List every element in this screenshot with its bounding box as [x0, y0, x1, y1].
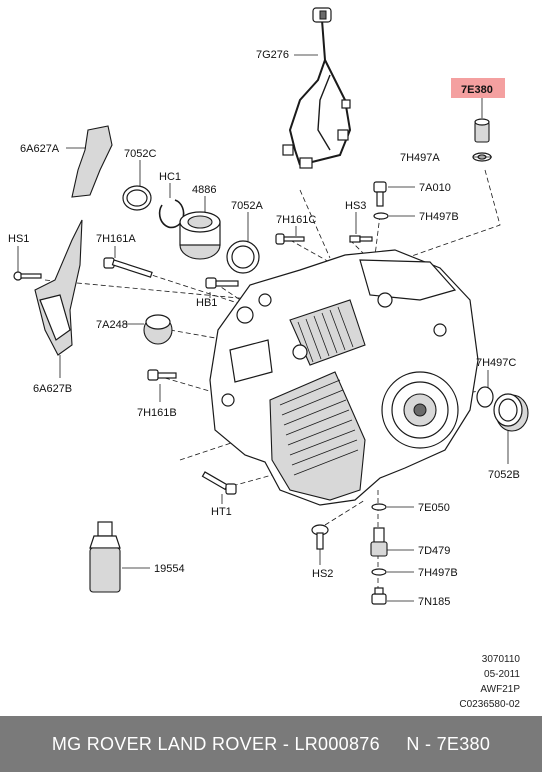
label-hs3: HS3 [345, 200, 366, 212]
reference-date: 05-2011 [484, 669, 520, 680]
part-7052b [493, 393, 529, 432]
label-7052a: 7052A [231, 200, 263, 212]
part-7n185 [371, 587, 387, 605]
label-ht1: HT1 [211, 506, 232, 518]
label-6a627a: 6A627A [20, 143, 60, 155]
part-6a627b [34, 219, 83, 356]
part-labels: 7G276 6A627A 7052C HC1 4886 7052A 7H161C… [8, 49, 520, 608]
reference-code-3: C0236580-02 [459, 699, 520, 710]
part-7h497b-lower [371, 568, 387, 576]
label-7g276: 7G276 [256, 49, 289, 61]
label-4886: 4886 [192, 184, 216, 196]
wiring-harness [282, 7, 352, 169]
part-7052c [122, 185, 152, 211]
label-7052c: 7052C [124, 148, 156, 160]
part-7h161c [275, 233, 305, 245]
part-hs2 [311, 524, 329, 550]
label-hs1: HS1 [8, 233, 29, 245]
reference-code-2: AWF21P [480, 684, 520, 695]
label-7h161b: 7H161B [137, 407, 177, 419]
part-hc1 [158, 199, 185, 229]
leader-lines [17, 54, 509, 602]
footer-bar: MG ROVER LAND ROVER - LR000876 N - 7E380 [0, 716, 542, 772]
part-7d479 [370, 527, 388, 557]
part-hs1 [13, 271, 42, 281]
part-7h161b [147, 369, 177, 381]
part-hs3 [349, 235, 373, 243]
part-7a010 [373, 181, 389, 220]
label-7h497a: 7H497A [400, 152, 440, 164]
reference-code-1: 3070110 [481, 654, 520, 665]
part-4886 [179, 211, 221, 260]
label-hs2: HS2 [312, 568, 333, 580]
label-hb1: HB1 [196, 297, 217, 309]
part-7052a [226, 240, 260, 274]
label-7e380: 7E380 [461, 84, 493, 96]
label-7e050: 7E050 [418, 502, 450, 514]
part-7h161a [103, 257, 153, 278]
label-hc1: HC1 [159, 171, 181, 183]
label-7h497b-top: 7H497B [419, 211, 459, 223]
label-7h497c: 7H497C [476, 357, 516, 369]
label-7h497b-bottom: 7H497B [418, 567, 458, 579]
label-7052b: 7052B [488, 469, 520, 481]
label-7d479: 7D479 [418, 545, 450, 557]
part-7a248 [143, 314, 173, 345]
part-ht1 [201, 471, 237, 495]
part-7h497c [476, 386, 494, 408]
label-6a627b: 6A627B [33, 383, 72, 395]
exploded-parts-diagram: 7G276 6A627A 7052C HC1 4886 7052A 7H161C… [8, 7, 529, 608]
part-7e380-plug [451, 78, 505, 162]
part-7e050 [371, 503, 387, 511]
footer-part-number: MG ROVER LAND ROVER - LR000876 N - 7E380 [51, 733, 491, 754]
label-19554: 19554 [154, 563, 185, 575]
label-7n185: 7N185 [418, 596, 450, 608]
part-hb1 [205, 277, 239, 289]
label-7h161a: 7H161A [96, 233, 136, 245]
label-7h161c: 7H161C [276, 214, 316, 226]
label-7a248: 7A248 [96, 319, 128, 331]
part-19554 [89, 521, 121, 593]
label-7a010: 7A010 [419, 182, 451, 194]
part-6a627a [71, 125, 113, 198]
transmission-body [209, 249, 479, 506]
